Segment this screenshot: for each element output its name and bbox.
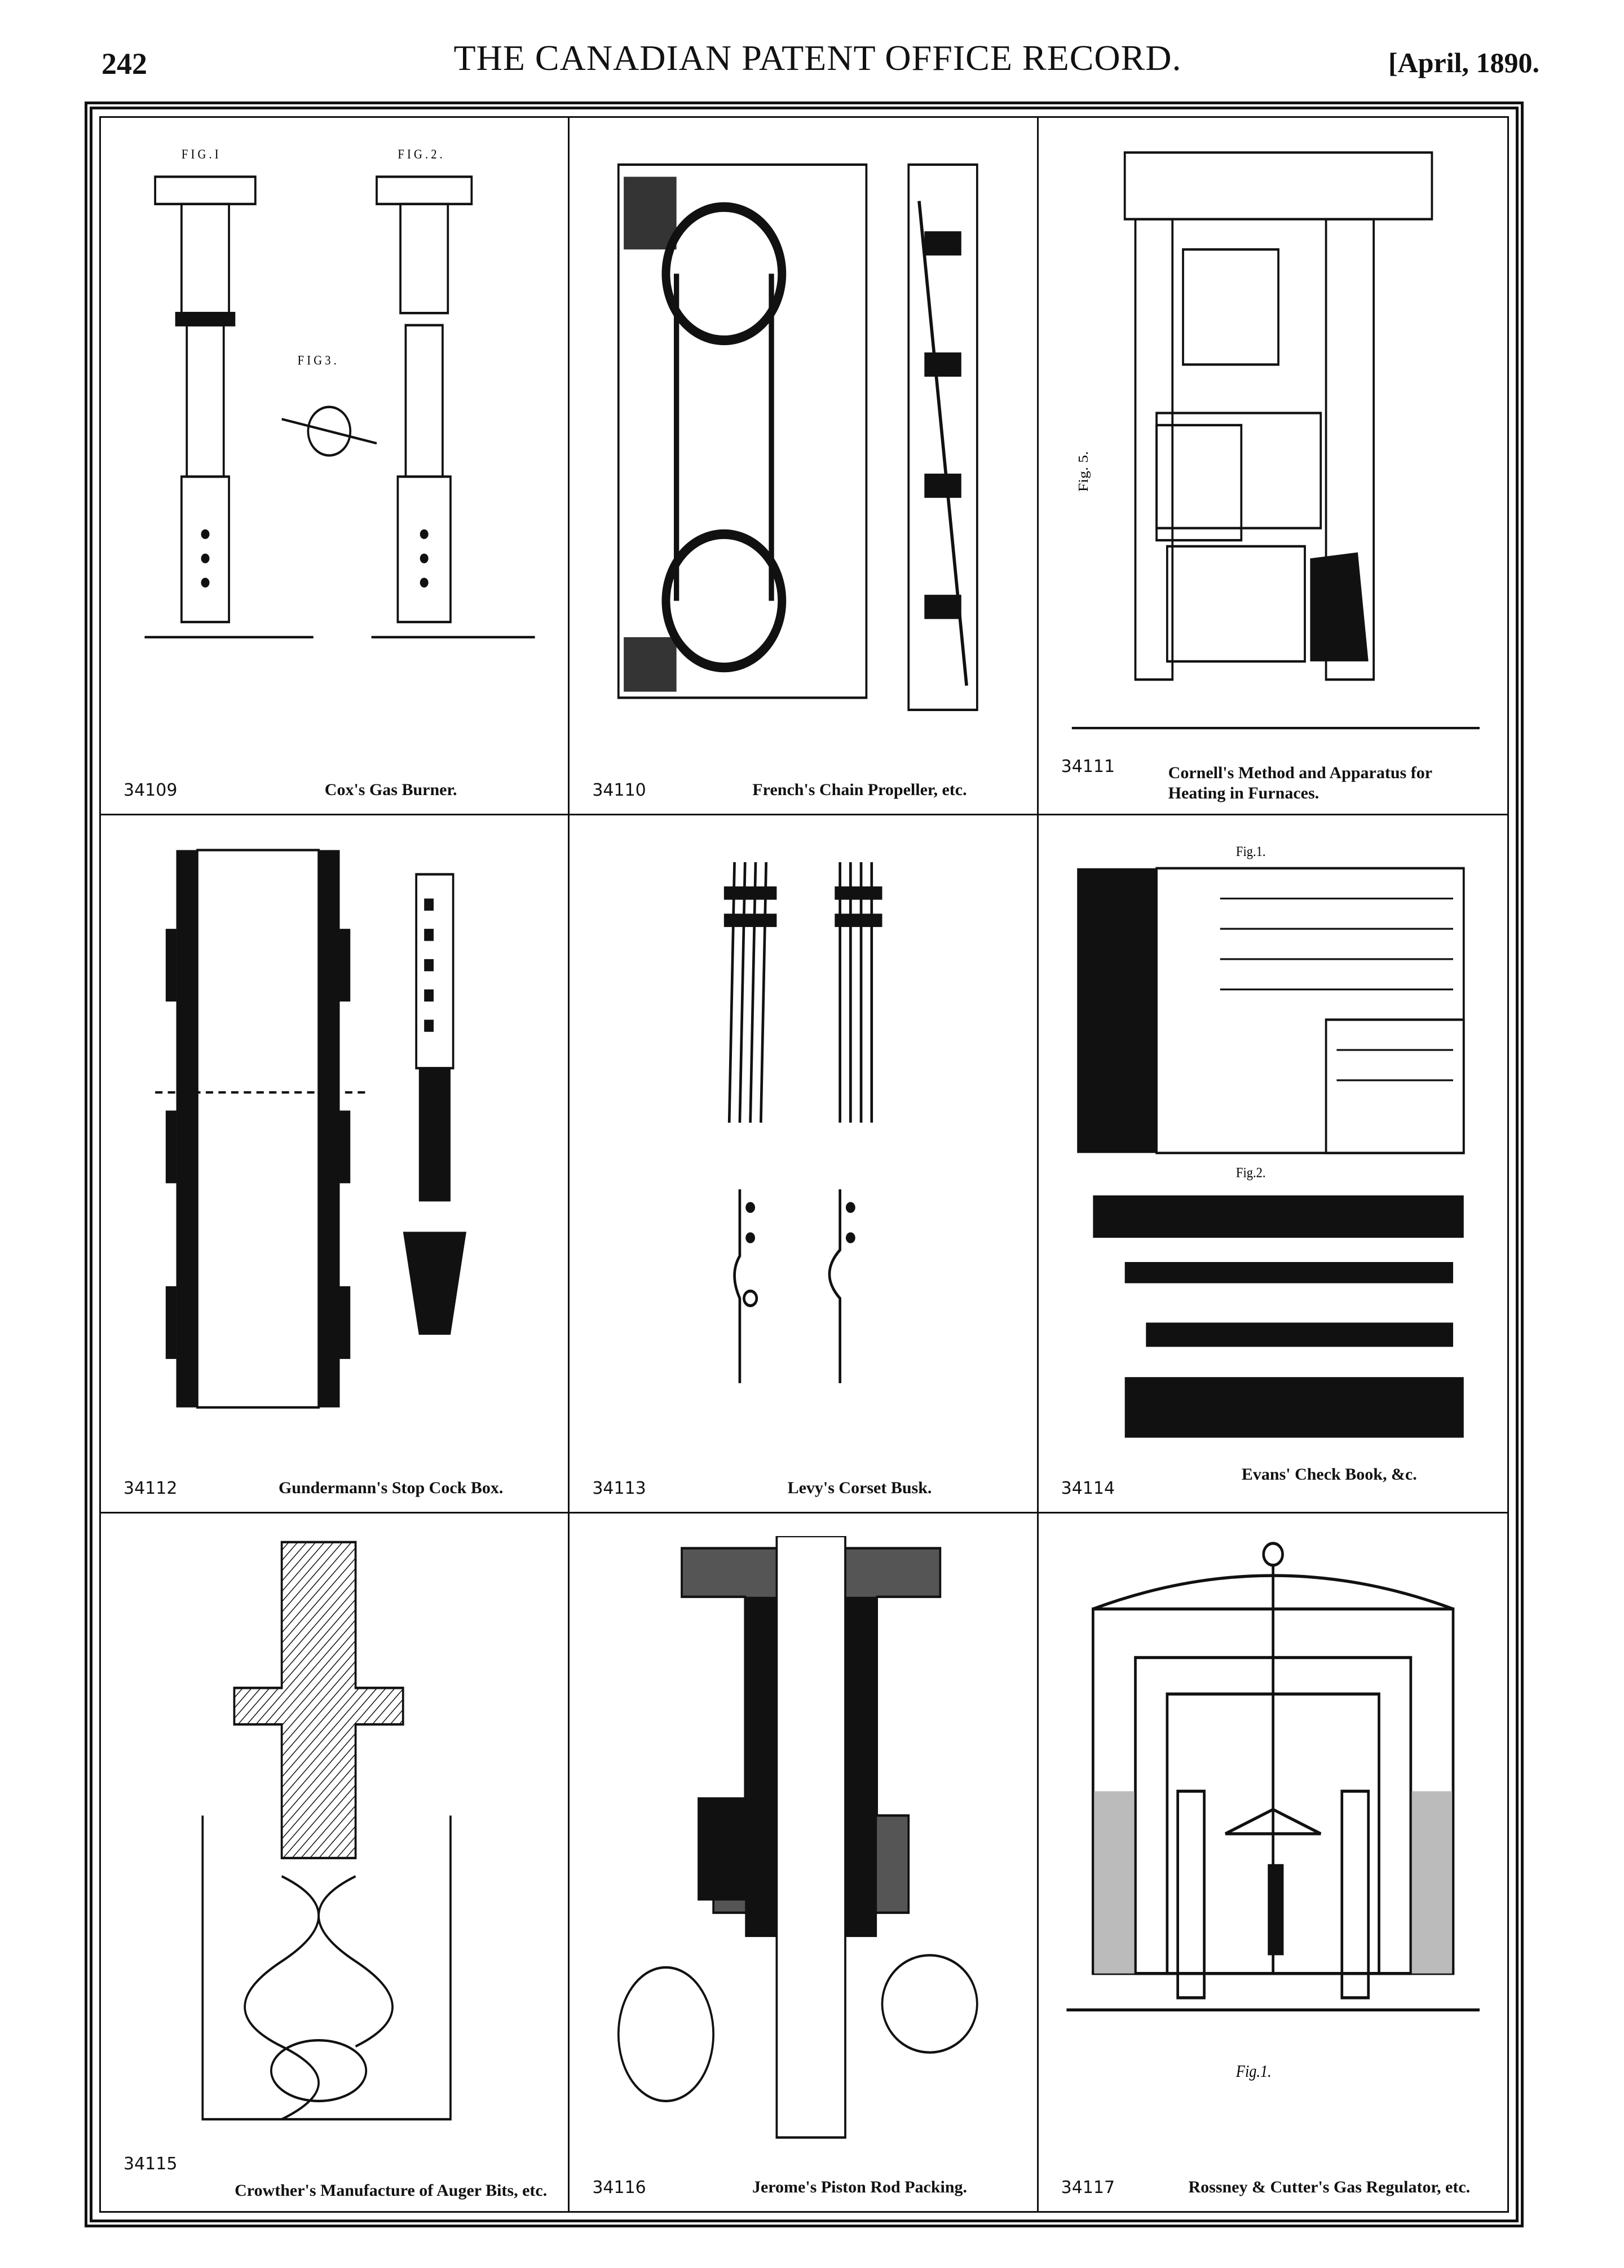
patent-drawing-stop-cock-box <box>123 838 545 1444</box>
fig-label: Fig. 5. <box>1075 451 1091 492</box>
fig-label: F I G 3 . <box>298 352 337 368</box>
patent-title: Cornell's Method and Apparatus for Heati… <box>1168 764 1432 803</box>
patent-number: 34117 <box>1061 2178 1115 2198</box>
patent-title: Gundermann's Stop Cock Box. <box>278 1478 504 1497</box>
patent-caption: 34117 Rossney & Cutter's Gas Regulator, … <box>1061 2152 1490 2201</box>
patent-cell-34115: 34115 Crowther's Manufacture of Auger Bi… <box>101 1513 570 2211</box>
patent-drawing-furnace: Fig. 5. <box>1061 140 1485 746</box>
publication-title: THE CANADIAN PATENT OFFICE RECORD. <box>453 38 1182 78</box>
patent-cell-34113: 34113 Levy's Corset Busk. <box>570 815 1039 1514</box>
patent-title: Crowther's Manufacture of Auger Bits, et… <box>235 2181 548 2200</box>
patent-caption: 34115 Crowther's Manufacture of Auger Bi… <box>123 2152 551 2201</box>
patent-caption: 34114 Evans' Check Book, &c. <box>1061 1453 1490 1502</box>
patent-number: 34113 <box>592 1478 646 1498</box>
patent-cell-34112: 34112 Gundermann's Stop Cock Box. <box>101 815 570 1514</box>
patent-title: Levy's Corset Busk. <box>787 1478 932 1497</box>
patent-number: 34116 <box>592 2178 646 2198</box>
fig-label: Fig.1. <box>1235 2062 1272 2081</box>
fig-label: Fig.2. <box>1236 1165 1266 1181</box>
patent-drawing-chain-propeller <box>592 140 1014 746</box>
patent-number: 34112 <box>123 1478 178 1498</box>
patent-caption: 34113 Levy's Corset Busk. <box>592 1453 1020 1502</box>
page-header: 242 THE CANADIAN PATENT OFFICE RECORD. [… <box>96 34 1539 85</box>
patent-cell-34116: 34116 Jerome's Piston Rod Packing. <box>570 1513 1039 2211</box>
patent-drawing-gas-burner: F I G . I F I G . 2 . F I G 3 . <box>123 140 545 746</box>
patent-caption: 34110 French's Chain Propeller, etc. <box>592 755 1020 804</box>
patent-caption: 34112 Gundermann's Stop Cock Box. <box>123 1453 551 1502</box>
patent-drawing-gas-regulator: Fig.1. <box>1061 1536 1485 2143</box>
patent-cell-34110: 34110 French's Chain Propeller, etc. <box>570 118 1039 816</box>
patent-cell-34109: F I G . I F I G . 2 . F I G 3 . <box>101 118 570 816</box>
page-number: 242 <box>102 47 147 81</box>
patent-drawing-auger-bit <box>123 1536 545 2143</box>
patent-number: 34115 <box>123 2154 178 2174</box>
patent-cell-34114: Fig.1. Fig.2. <box>1038 815 1507 1514</box>
patent-cell-34111: Fig. 5. <box>1038 118 1507 816</box>
fig-label: F I G . 2 . <box>398 147 442 162</box>
patent-caption: 34109 Cox's Gas Burner. <box>123 755 551 804</box>
plate-frame: F I G . I F I G . 2 . F I G 3 . <box>85 102 1524 2227</box>
patent-caption: 34116 Jerome's Piston Rod Packing. <box>592 2152 1020 2201</box>
patent-number: 34110 <box>592 780 646 801</box>
fig-label: Fig.1. <box>1236 844 1266 860</box>
patent-number: 34109 <box>123 780 178 801</box>
patent-number: 34114 <box>1061 1478 1115 1498</box>
patent-title: Jerome's Piston Rod Packing. <box>752 2178 968 2196</box>
fig-label: F I G . I <box>182 147 219 162</box>
issue-date: [April, 1890. <box>1388 47 1539 78</box>
patent-grid: F I G . I F I G . 2 . F I G 3 . <box>99 116 1509 2213</box>
patent-number: 34111 <box>1061 757 1115 777</box>
patent-drawing-corset-busk <box>592 838 1014 1444</box>
patent-title: Cox's Gas Burner. <box>324 780 457 800</box>
patent-drawing-piston-rod-packing <box>592 1535 1014 2143</box>
patent-caption: 34111 Cornell's Method and Apparatus for… <box>1061 755 1490 804</box>
patent-drawing-check-book: Fig.1. Fig.2. <box>1061 838 1485 1444</box>
patent-title: Evans' Check Book, &c. <box>1241 1464 1417 1484</box>
patent-title: French's Chain Propeller, etc. <box>752 780 967 800</box>
patent-cell-34117: Fig.1. <box>1039 1514 1507 2211</box>
patent-title: Rossney & Cutter's Gas Regulator, etc. <box>1188 2178 1471 2196</box>
